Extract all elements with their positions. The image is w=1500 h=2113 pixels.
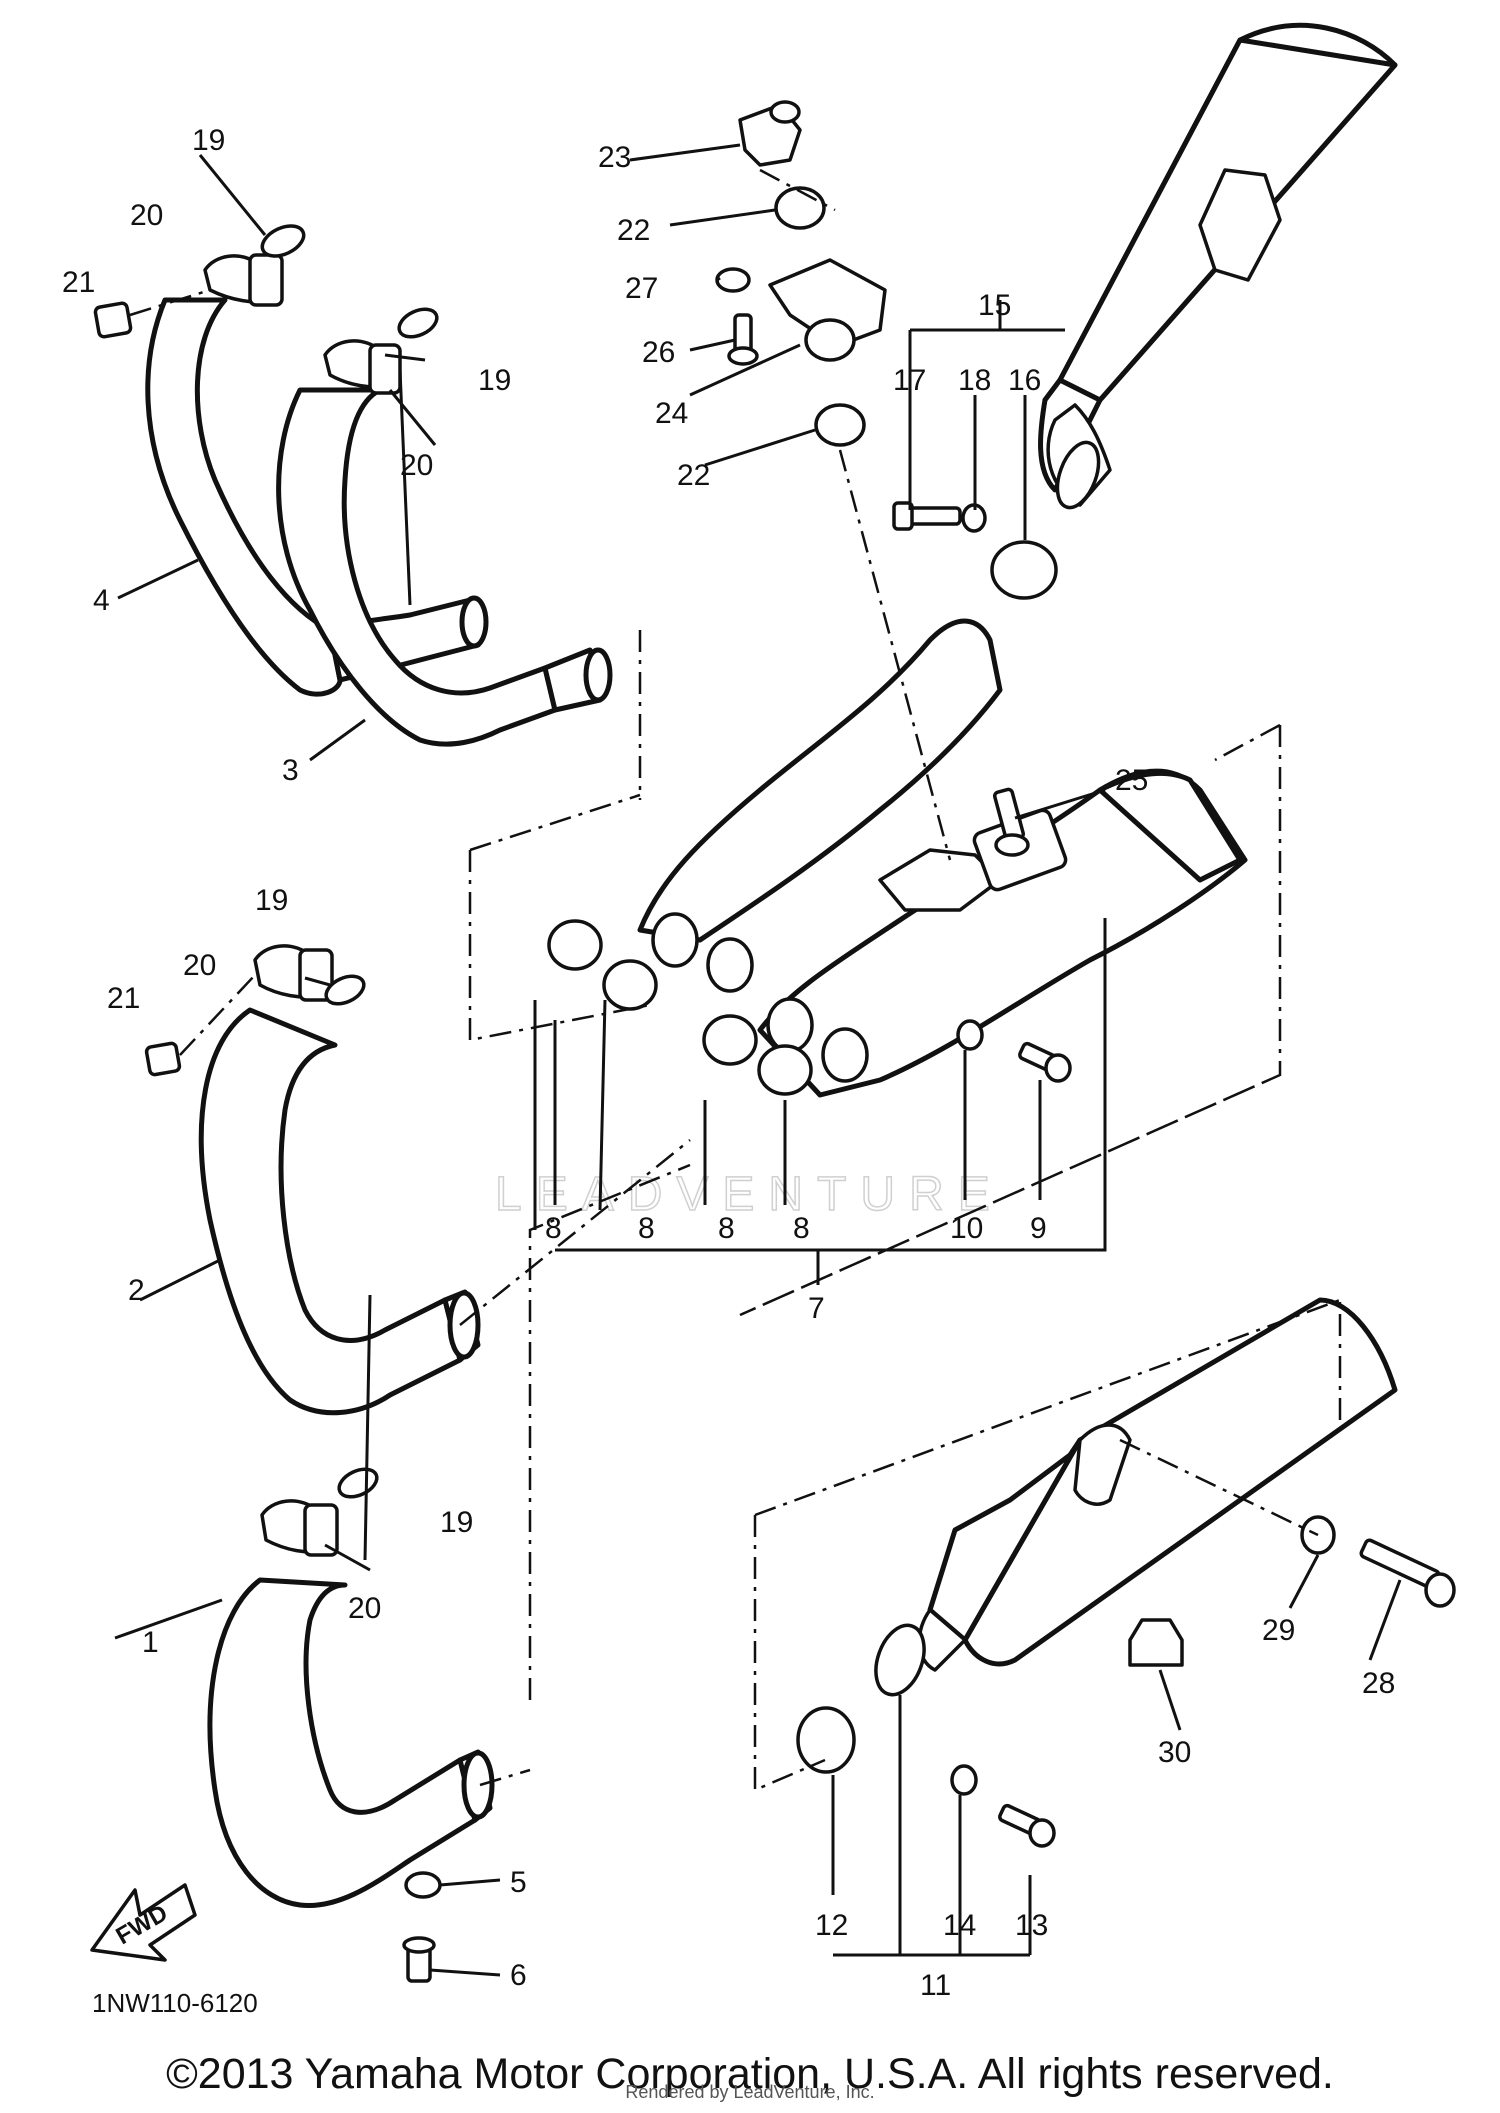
callout-19-b: 19 — [478, 364, 511, 397]
gasket-8-c[interactable] — [702, 1014, 758, 1066]
gasket-19-a[interactable] — [258, 220, 309, 262]
callout-13: 13 — [1015, 1909, 1048, 1942]
callout-20-c: 20 — [183, 949, 216, 982]
damper-22-a[interactable] — [774, 186, 826, 230]
callout-3: 3 — [282, 754, 299, 787]
callout-27: 27 — [625, 272, 658, 305]
fwd-arrow-icon: FWD — [90, 1883, 197, 1962]
callout-17: 17 — [893, 364, 926, 397]
gasket-8-b[interactable] — [602, 959, 658, 1011]
bolt-9[interactable] — [1018, 1041, 1072, 1083]
gasket-16[interactable] — [990, 540, 1058, 600]
bracket-24[interactable] — [768, 258, 887, 362]
leader-lines — [114, 143, 1402, 1977]
leader-chamber-to-pipes — [459, 1139, 691, 1787]
exhaust-pipe-1[interactable] — [207, 1577, 495, 1909]
callout-19-c: 19 — [255, 884, 288, 917]
gasket-12[interactable] — [796, 1706, 856, 1774]
callout-12: 12 — [815, 1909, 848, 1942]
callout-19-a: 19 — [192, 124, 225, 157]
callout-11: 11 — [920, 1969, 951, 2002]
muffler-11[interactable] — [867, 1297, 1398, 1701]
exhaust-pipe-2[interactable] — [198, 1007, 481, 1416]
callout-20-b: 20 — [400, 449, 433, 482]
callout-15: 15 — [978, 289, 1011, 322]
callout-1: 1 — [142, 1626, 159, 1659]
collar-27[interactable] — [715, 267, 751, 293]
muffler-15[interactable] — [1038, 22, 1398, 513]
exhaust-chamber-7[interactable] — [637, 618, 1248, 1098]
bracket-23[interactable] — [738, 100, 802, 167]
callout-14: 14 — [943, 1909, 976, 1942]
callout-25: 25 — [1115, 764, 1148, 797]
callout-18: 18 — [958, 364, 991, 397]
gasket-8-a[interactable] — [547, 919, 603, 971]
bolt-6[interactable] — [402, 1936, 436, 1983]
rendered-by-notice: Rendered by LeadVenture, Inc. — [625, 2082, 875, 2102]
bolt-26[interactable] — [727, 313, 759, 366]
callout-8-b: 8 — [638, 1212, 655, 1245]
callout-22-a: 22 — [617, 214, 650, 247]
clamp-20-b[interactable] — [323, 339, 402, 395]
gasket-19-c[interactable] — [322, 971, 368, 1010]
leader-bracket-dampers — [759, 168, 952, 861]
callout-20-d: 20 — [348, 1592, 381, 1625]
clamp-20-d[interactable] — [260, 1499, 339, 1557]
gasket-19-b[interactable] — [395, 304, 441, 343]
callout-8-a: 8 — [545, 1212, 562, 1245]
callout-21-a: 21 — [62, 266, 95, 299]
damper-22-b[interactable] — [814, 403, 866, 447]
clamp-20-c[interactable] — [253, 944, 334, 1002]
callout-30: 30 — [1158, 1736, 1191, 1769]
nut-21-a[interactable] — [93, 301, 133, 339]
callout-labels: 1 2 3 4 5 6 7 8 8 8 8 9 10 11 12 13 14 1… — [62, 124, 1395, 2002]
callout-19-d: 19 — [440, 1506, 473, 1539]
nut-5[interactable] — [404, 1871, 442, 1899]
gasket-8-d[interactable] — [757, 1044, 813, 1096]
callout-6: 6 — [510, 1959, 527, 1992]
callout-21-b: 21 — [107, 982, 140, 1015]
bolt-17[interactable] — [892, 501, 962, 531]
assembly-outline-lower — [753, 1298, 1342, 1792]
bolt-28[interactable] — [1359, 1538, 1456, 1608]
callout-4: 4 — [93, 584, 110, 617]
callout-10: 10 — [950, 1212, 983, 1245]
callout-23: 23 — [598, 141, 631, 174]
damper-30[interactable] — [1128, 1618, 1184, 1667]
callout-24: 24 — [655, 397, 688, 430]
gasket-19-d[interactable] — [335, 1464, 381, 1503]
assembly-outline-top — [468, 630, 651, 1042]
nut-10[interactable] — [956, 1019, 984, 1051]
callout-28: 28 — [1362, 1667, 1395, 1700]
callout-29: 29 — [1262, 1614, 1295, 1647]
callout-8-d: 8 — [793, 1212, 810, 1245]
callout-16: 16 — [1008, 364, 1041, 397]
callout-5: 5 — [510, 1866, 527, 1899]
callout-8-c: 8 — [718, 1212, 735, 1245]
callout-20-a: 20 — [130, 199, 163, 232]
copyright-notice: ©2013 Yamaha Motor Corporation, U.S.A. A… — [166, 2050, 1334, 2098]
bolt-13[interactable] — [998, 1803, 1056, 1848]
watermark: LEADVENTURE — [495, 1168, 1004, 1221]
nut-21-b[interactable] — [144, 1041, 182, 1077]
diagram-code: 1NW110-6120 — [92, 1988, 258, 2018]
leader-pipe-nuts — [129, 288, 256, 1056]
callout-2: 2 — [128, 1274, 145, 1307]
callout-26: 26 — [642, 336, 675, 369]
exhaust-pipe-3[interactable] — [276, 387, 613, 747]
callout-9: 9 — [1030, 1212, 1047, 1245]
callout-7: 7 — [808, 1292, 825, 1325]
nut-14[interactable] — [950, 1764, 978, 1796]
callout-22-b: 22 — [677, 459, 710, 492]
leader-muffler-29 — [1119, 1438, 1319, 1537]
bolt-25[interactable] — [992, 787, 1030, 857]
assembly-outline-right — [739, 723, 1282, 1317]
